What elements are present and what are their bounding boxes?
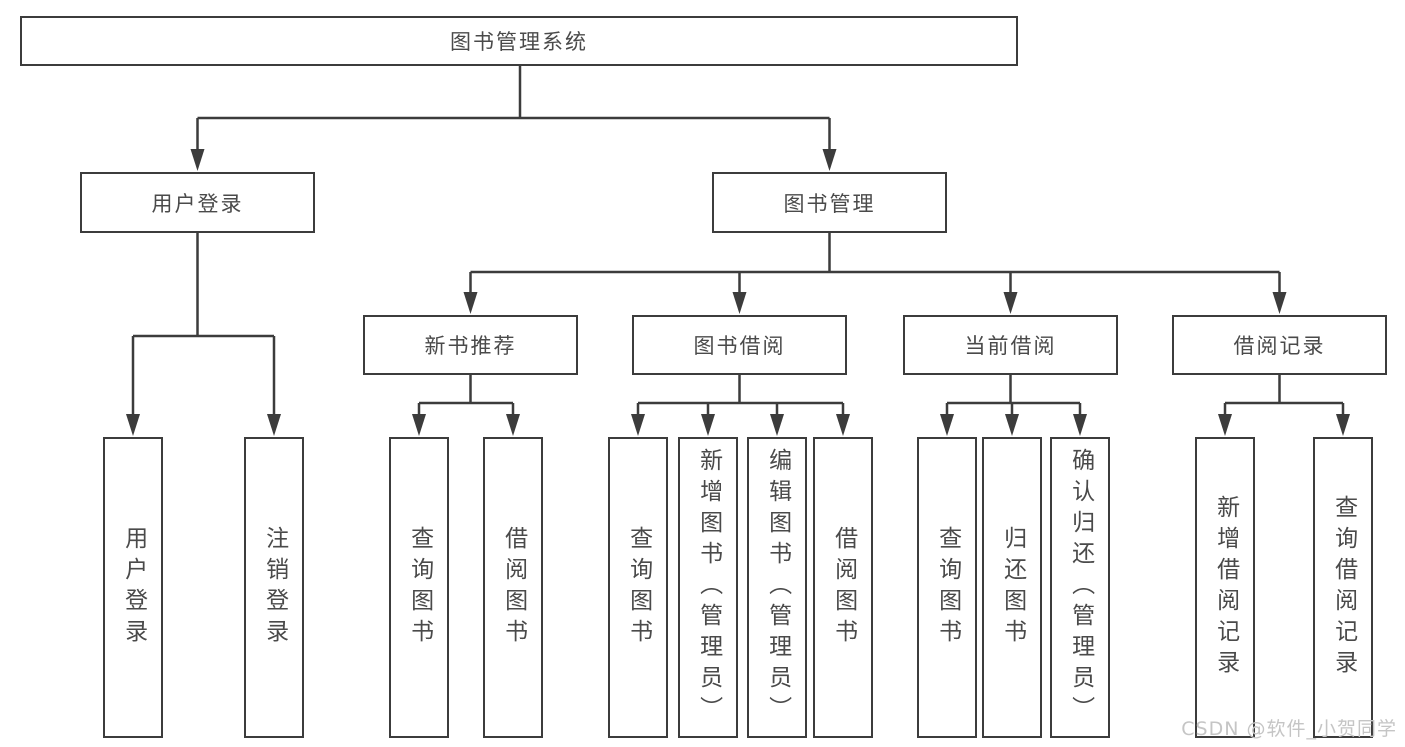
arrowhead-icon bbox=[822, 149, 837, 171]
arrowhead-icon bbox=[1218, 414, 1232, 436]
node-current-confirm-return-admin: 确认归还（管理员） bbox=[1050, 437, 1110, 738]
node-current-return-books: 归还图书 bbox=[982, 437, 1042, 738]
node-borrowing-query-books: 查询图书 bbox=[608, 437, 668, 738]
node-label: 归还图书 bbox=[999, 525, 1026, 650]
node-user-login-action: 用户登录 bbox=[103, 437, 163, 738]
node-label: 编辑图书（管理员） bbox=[764, 448, 791, 727]
connector-path bbox=[131, 66, 1345, 415]
arrowhead-icon bbox=[732, 292, 747, 314]
node-label: 查询借阅记录 bbox=[1330, 494, 1357, 681]
node-label: 确认归还（管理员） bbox=[1067, 448, 1094, 727]
node-label: 用户登录 bbox=[120, 525, 147, 650]
arrowhead-icon bbox=[1003, 292, 1018, 314]
node-label: 借阅记录 bbox=[1233, 334, 1326, 358]
arrowhead-icon bbox=[1005, 414, 1019, 436]
node-label: 借阅图书 bbox=[500, 525, 527, 650]
node-borrow-records: 借阅记录 bbox=[1172, 315, 1387, 375]
arrowhead-icon bbox=[412, 414, 426, 436]
arrowhead-icon bbox=[506, 414, 520, 436]
node-newbook-query-books: 查询图书 bbox=[389, 437, 449, 738]
node-records-add-record: 新增借阅记录 bbox=[1195, 437, 1255, 738]
node-current-query-books: 查询图书 bbox=[917, 437, 977, 738]
node-label: 图书借阅 bbox=[693, 334, 786, 358]
node-book-borrowing: 图书借阅 bbox=[632, 315, 847, 375]
arrowhead-icon bbox=[126, 414, 140, 436]
arrowhead-icon bbox=[463, 292, 478, 314]
arrowhead-icon bbox=[1336, 414, 1350, 436]
node-label: 查询图书 bbox=[406, 525, 433, 650]
node-label: 查询图书 bbox=[934, 525, 961, 650]
arrowhead-icon bbox=[770, 414, 784, 436]
arrowhead-icon bbox=[631, 414, 645, 436]
node-label: 当前借阅 bbox=[964, 334, 1057, 358]
arrowhead-icon bbox=[190, 149, 205, 171]
node-new-book-recommend: 新书推荐 bbox=[363, 315, 578, 375]
node-borrowing-add-books-admin: 新增图书（管理员） bbox=[678, 437, 738, 738]
arrowheads bbox=[126, 149, 1350, 436]
arrowhead-icon bbox=[701, 414, 715, 436]
node-records-query-record: 查询借阅记录 bbox=[1313, 437, 1373, 738]
arrowhead-icon bbox=[267, 414, 281, 436]
arrowhead-icon bbox=[836, 414, 850, 436]
csdn-watermark: CSDN @软件_小贺同学 bbox=[1181, 718, 1397, 740]
node-library-system: 图书管理系统 bbox=[20, 16, 1018, 66]
node-current-borrowing: 当前借阅 bbox=[903, 315, 1118, 375]
arrowhead-icon bbox=[940, 414, 954, 436]
node-label: 查询图书 bbox=[625, 525, 652, 650]
node-label: 图书管理系统 bbox=[450, 30, 588, 54]
node-label: 用户登录 bbox=[151, 191, 244, 216]
node-label: 新增借阅记录 bbox=[1212, 494, 1239, 681]
node-book-management: 图书管理 bbox=[712, 172, 947, 233]
node-label: 借阅图书 bbox=[830, 525, 857, 650]
node-newbook-borrow-books: 借阅图书 bbox=[483, 437, 543, 738]
arrowhead-icon bbox=[1272, 292, 1287, 314]
node-label: 新书推荐 bbox=[424, 334, 517, 358]
node-label: 注销登录 bbox=[261, 525, 288, 650]
node-label: 图书管理 bbox=[783, 191, 876, 216]
node-user-login: 用户登录 bbox=[80, 172, 315, 233]
node-label: 新增图书（管理员） bbox=[695, 448, 722, 727]
node-borrowing-edit-books-admin: 编辑图书（管理员） bbox=[747, 437, 807, 738]
node-borrowing-borrow-books: 借阅图书 bbox=[813, 437, 873, 738]
node-logout: 注销登录 bbox=[244, 437, 304, 738]
arrowhead-icon bbox=[1073, 414, 1087, 436]
